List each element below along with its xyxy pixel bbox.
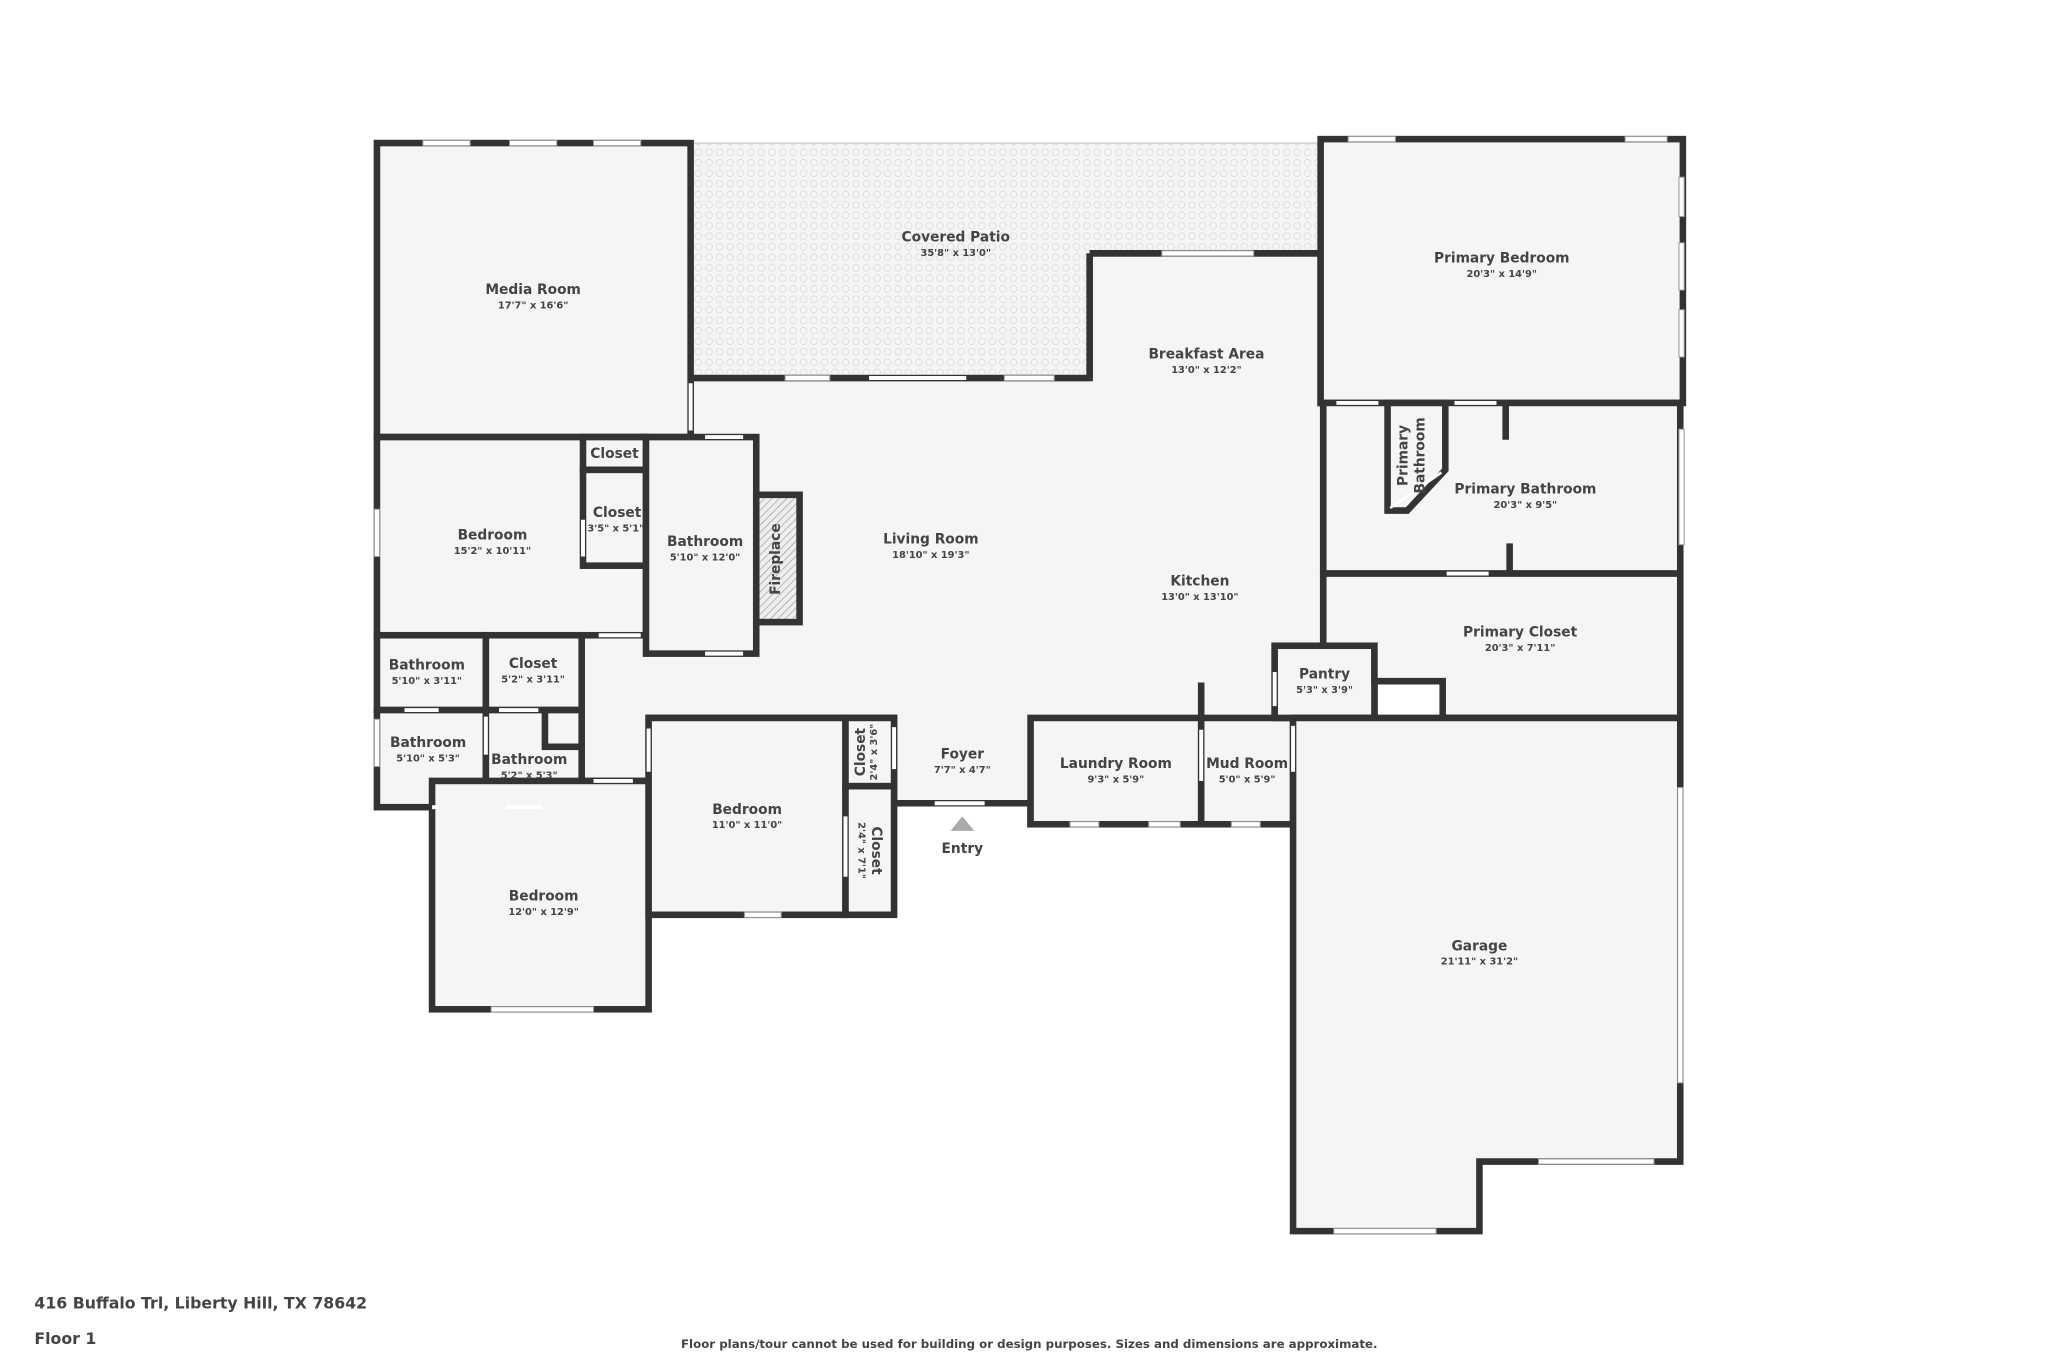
entry-label: Entry <box>942 841 984 857</box>
bath2-name: Bathroom <box>389 657 465 673</box>
fireplace-label: Fireplace <box>768 523 784 595</box>
primary-bath-dims: 20'3" x 9'5" <box>1494 500 1558 511</box>
primary-bath-name: Primary Bathroom <box>1454 482 1596 498</box>
media-room-name: Media Room <box>485 282 581 298</box>
bath1-dims: 5'10" x 12'0" <box>670 552 740 563</box>
address: 416 Buffalo Trl, Liberty Hill, TX 78642 <box>34 1294 367 1313</box>
closet3-name: Closet <box>509 656 558 672</box>
patio-dims: 35'8" x 13'0" <box>921 248 991 259</box>
primary-closet-dims: 20'3" x 7'11" <box>1485 643 1555 654</box>
laundry-name: Laundry Room <box>1060 756 1172 772</box>
mud-dims: 5'0" x 5'9" <box>1219 774 1276 785</box>
primary-bedroom-dims: 20'3" x 14'9" <box>1467 269 1537 280</box>
windows <box>373 135 1685 1235</box>
bedroom3-name: Bedroom <box>712 802 782 818</box>
closet-5 <box>842 782 898 919</box>
foyer-name: Foyer <box>941 747 985 763</box>
media-room-dims: 17'7" x 16'6" <box>498 300 568 311</box>
closet-3 <box>482 631 585 714</box>
breakfast-name: Breakfast Area <box>1148 346 1264 362</box>
bath3-name: Bathroom <box>390 735 466 751</box>
bath1-name: Bathroom <box>667 534 743 550</box>
bath3-dims: 5'10" x 5'3" <box>396 753 460 764</box>
patio-name: Covered Patio <box>902 230 1010 246</box>
bathroom-1 <box>642 433 760 657</box>
bedroom3-dims: 11'0" x 11'0" <box>712 820 782 831</box>
breakfast-dims: 13'0" x 12'2" <box>1171 365 1241 376</box>
bedroom-2 <box>428 777 652 1013</box>
bath4-name: Bathroom <box>491 752 567 768</box>
foyer-dims: 7'7" x 4'7" <box>934 765 991 776</box>
garage-dims: 21'11" x 31'2" <box>1441 957 1518 968</box>
primary-bathroom <box>1319 399 1684 577</box>
closet2-name: Closet <box>593 505 642 521</box>
bath2-dims: 5'10" x 3'11" <box>392 676 462 687</box>
kitchen-name: Kitchen <box>1170 573 1229 589</box>
laundry-dims: 9'3" x 5'9" <box>1087 774 1144 785</box>
pantry-dims: 5'3" x 3'9" <box>1296 685 1353 696</box>
entry-arrow-icon <box>950 816 975 831</box>
primary-bath-small-line2: Bathroom <box>1412 417 1428 493</box>
bedroom1-dims: 15'2" x 10'11" <box>454 546 531 557</box>
bathroom-2 <box>373 631 490 714</box>
primary-closet <box>1319 570 1684 722</box>
bedroom1-name: Bedroom <box>458 527 528 543</box>
bedroom2-dims: 12'0" x 12'9" <box>508 907 578 918</box>
fireplace <box>752 491 803 626</box>
primary-bedroom-name: Primary Bedroom <box>1434 251 1570 267</box>
living-dims: 18'10" x 19'3" <box>892 550 969 561</box>
pantry-name: Pantry <box>1299 667 1350 683</box>
closet4-dims: 2'4" x 3'6" <box>869 724 880 781</box>
closet5-dims: 2'4" x 7'1" <box>856 822 867 879</box>
primary-bath-small-line1: Primary <box>1395 425 1411 486</box>
closet5-name: Closet <box>868 826 884 875</box>
primary-closet-name: Primary Closet <box>1463 625 1578 641</box>
bath4-dims: 5'2" x 5'3" <box>501 770 558 781</box>
primary-bathroom-small <box>1384 399 1449 514</box>
kitchen-dims: 13'0" x 13'10" <box>1161 592 1238 603</box>
closet-top-name: Closet <box>590 446 639 462</box>
closet4-name: Closet <box>853 727 869 776</box>
closet2-dims: 3'5" x 5'1" <box>587 524 644 535</box>
media-room <box>373 139 694 441</box>
bath4-cabinet <box>541 706 585 751</box>
disclaimer: Floor plans/tour cannot be used for buil… <box>681 1337 1377 1351</box>
bedroom2-name: Bedroom <box>509 888 579 904</box>
mud-name: Mud Room <box>1206 756 1288 772</box>
garage-name: Garage <box>1452 938 1508 954</box>
closet3-dims: 5'2" x 3'11" <box>501 675 565 686</box>
garage <box>1289 714 1684 1235</box>
room-labels: Media Room 17'7" x 16'6" Covered Patio 3… <box>389 230 1597 968</box>
living-name: Living Room <box>883 531 979 547</box>
floor-label: Floor 1 <box>34 1329 96 1348</box>
